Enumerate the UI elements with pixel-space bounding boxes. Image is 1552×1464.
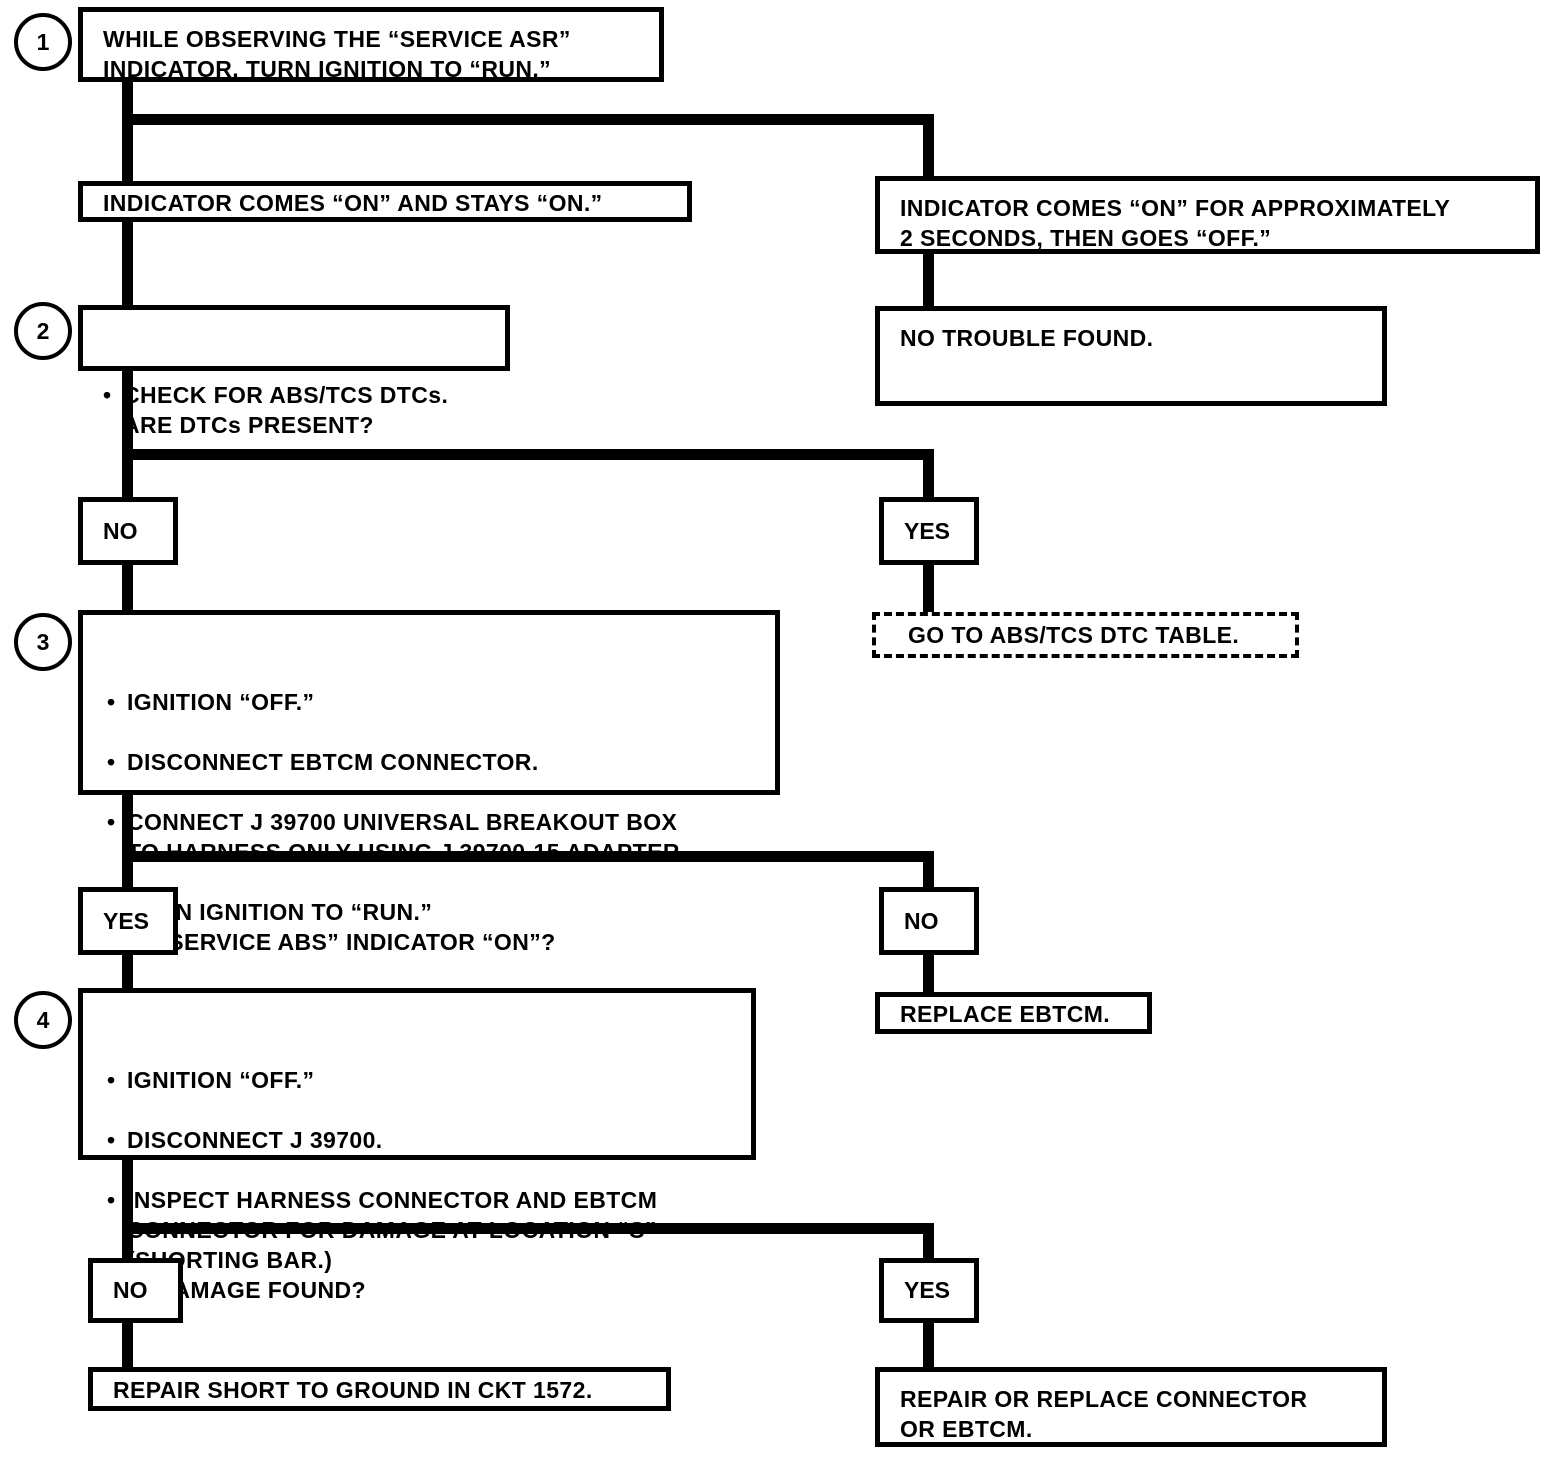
decision-step3-no: NO	[879, 887, 979, 955]
connector-split2-right-down	[923, 449, 934, 501]
step4-bullet-list: IGNITION “OFF.” DISCONNECT J 39700. INSP…	[105, 1035, 737, 1335]
step4-instruction-box: IGNITION “OFF.” DISCONNECT J 39700. INSP…	[78, 988, 756, 1303]
step2-bullet-1: CHECK FOR ABS/TCS DTCs. ARE DTCs PRESENT…	[101, 380, 491, 440]
step2-check-dtcs-box: CHECK FOR ABS/TCS DTCs. ARE DTCs PRESENT…	[78, 305, 510, 438]
branch-indicator-stays-on-box: INDICATOR COMES “ON” AND STAYS “ON.”	[78, 181, 692, 222]
connector-branchright1-to-notrouble	[923, 248, 934, 308]
connector-branch1-to-step2	[122, 215, 133, 305]
decision-step4-yes: YES	[879, 1258, 979, 1323]
branch-indicator-two-seconds-box: INDICATOR COMES “ON” FOR APPROXIMATELY 2…	[875, 176, 1540, 254]
connector-no-to-step3	[122, 560, 133, 615]
repair-or-replace-connector-box: REPAIR OR REPLACE CONNECTOR OR EBTCM.	[875, 1367, 1387, 1447]
connector-step1-down	[122, 80, 133, 125]
connector-split4-right-down	[923, 1223, 934, 1269]
step3-bullet-4: TURN IGNITION TO “RUN.” IS “SERVICE ABS”…	[105, 897, 761, 957]
connector-no-to-replace-ebtcm	[923, 950, 934, 995]
step4-bullet-2: DISCONNECT J 39700.	[105, 1125, 737, 1155]
connector-split1-right-down	[923, 114, 934, 178]
step2-bullet-list: CHECK FOR ABS/TCS DTCs. ARE DTCs PRESENT…	[101, 350, 491, 470]
connector-yes-to-step4	[122, 950, 133, 995]
decision-step3-yes: YES	[78, 887, 178, 955]
step1-instruction-box: WHILE OBSERVING THE “SERVICE ASR” INDICA…	[78, 7, 664, 82]
step-number-1: 1	[14, 13, 72, 71]
connector-yes-to-repair-replace	[923, 1320, 934, 1370]
step4-bullet-3: INSPECT HARNESS CONNECTOR AND EBTCM CONN…	[105, 1185, 737, 1305]
connector-left-to-branch1	[122, 114, 133, 182]
step3-bullet-3: CONNECT J 39700 UNIVERSAL BREAKOUT BOX T…	[105, 807, 761, 867]
step3-instruction-box: IGNITION “OFF.” DISCONNECT EBTCM CONNECT…	[78, 610, 780, 955]
decision-step2-no: NO	[78, 497, 178, 565]
step4-bullet-1: IGNITION “OFF.”	[105, 1065, 737, 1095]
step3-bullet-list: IGNITION “OFF.” DISCONNECT EBTCM CONNECT…	[105, 657, 761, 987]
step-number-3: 3	[14, 613, 72, 671]
goto-abs-tcs-dtc-table-box[interactable]: GO TO ABS/TCS DTC TABLE.	[872, 612, 1299, 658]
no-trouble-found-box: NO TROUBLE FOUND.	[875, 306, 1387, 406]
step-number-2: 2	[14, 302, 72, 360]
step3-bullet-1: IGNITION “OFF.”	[105, 687, 761, 717]
connector-yes-to-dtctable	[923, 560, 934, 615]
decision-step2-yes: YES	[879, 497, 979, 565]
connector-no-to-repair-short	[122, 1320, 133, 1370]
repair-short-to-ground-box: REPAIR SHORT TO GROUND IN CKT 1572.	[88, 1367, 671, 1411]
connector-split1-horizontal	[122, 114, 934, 125]
decision-step4-no: NO	[88, 1258, 183, 1323]
connector-split2-horizontal	[122, 449, 934, 460]
step3-bullet-2: DISCONNECT EBTCM CONNECTOR.	[105, 747, 761, 777]
step-number-4: 4	[14, 991, 72, 1049]
connector-split3-right-down	[923, 851, 934, 896]
replace-ebtcm-box: REPLACE EBTCM.	[875, 992, 1152, 1034]
